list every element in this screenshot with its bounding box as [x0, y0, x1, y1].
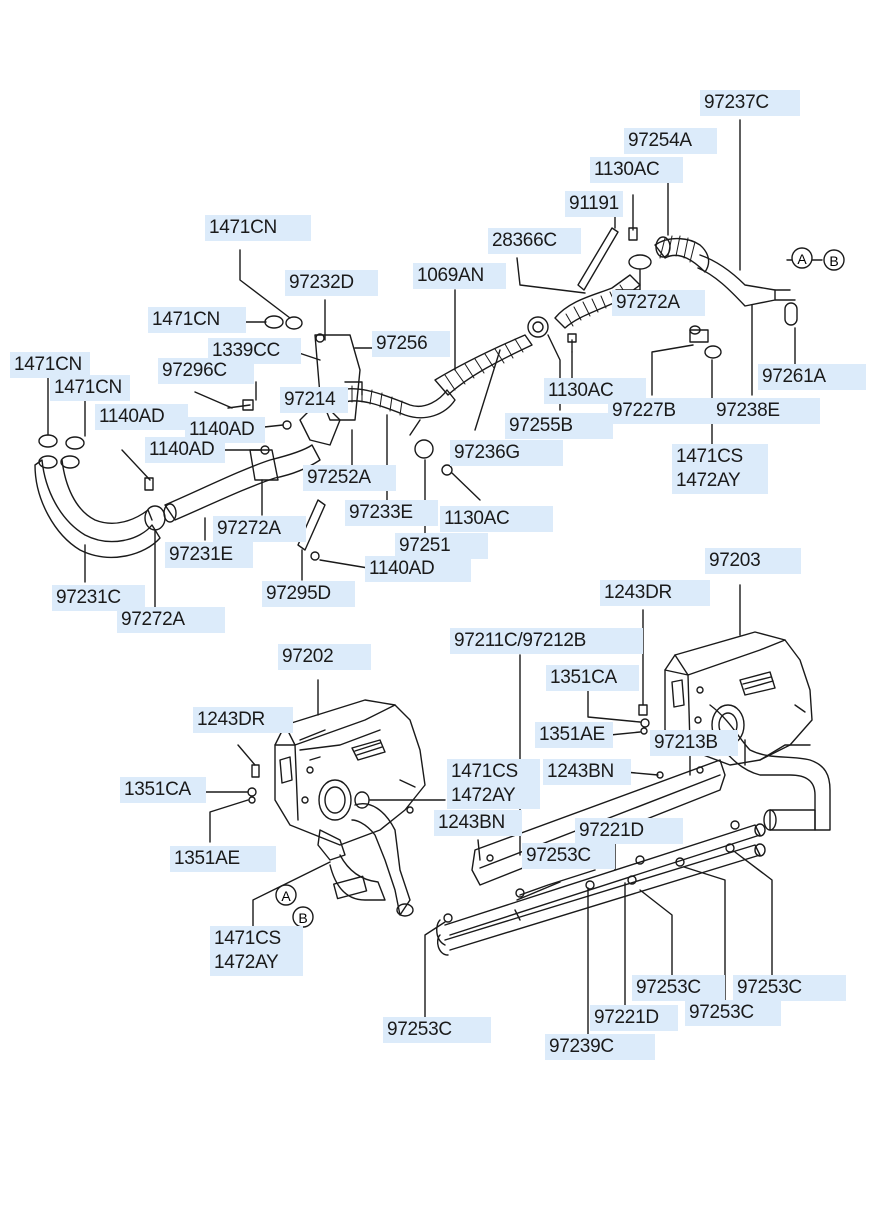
pipe-97231C — [34, 459, 161, 558]
part-label-97252A[interactable]: 97252A — [303, 465, 396, 491]
part-label-97251[interactable]: 97251 — [395, 533, 488, 559]
svg-text:A: A — [281, 888, 291, 904]
part-label-1243DR[interactable]: 1243DR — [600, 580, 710, 606]
hose-28366C — [554, 274, 641, 329]
part-label-97253C[interactable]: 97253C — [685, 1000, 781, 1026]
heater-97202 — [274, 679, 426, 861]
part-label-1471CN[interactable]: 1471CN — [205, 215, 311, 241]
part-label-1243BN[interactable]: 1243BN — [543, 759, 631, 785]
part-label-97253C[interactable]: 97253C — [383, 1017, 491, 1043]
part-label-1351CA[interactable]: 1351CA — [546, 665, 639, 691]
part-label-1069AN[interactable]: 1069AN — [413, 263, 506, 289]
marker-b-low-icon: B — [292, 906, 314, 928]
part-label-97296C[interactable]: 97296C — [158, 358, 254, 384]
part-label-1130AC[interactable]: 1130AC — [544, 378, 646, 404]
part-label-1471CN[interactable]: 1471CN — [10, 352, 90, 378]
part-label-97203[interactable]: 97203 — [705, 548, 801, 574]
pipe-97231E — [164, 444, 321, 521]
part-label-1471CS[interactable]: 1471CS — [210, 926, 303, 952]
part-label-97214[interactable]: 97214 — [280, 387, 348, 413]
part-label-97227B[interactable]: 97227B — [608, 398, 716, 424]
part-label-1243BN[interactable]: 1243BN — [434, 810, 522, 836]
part-label-97253C[interactable]: 97253C — [632, 975, 725, 1001]
part-label-97233E[interactable]: 97233E — [345, 500, 438, 526]
part-label-1351CA[interactable]: 1351CA — [120, 777, 206, 803]
part-label-1471CN[interactable]: 1471CN — [148, 307, 246, 333]
pipe-97237C — [697, 254, 776, 307]
marker-a-top-icon: A — [791, 247, 813, 269]
part-label-1140AD[interactable]: 1140AD — [95, 404, 188, 430]
part-label-1472AY[interactable]: 1472AY — [672, 468, 768, 494]
part-label-97255B[interactable]: 97255B — [505, 413, 613, 439]
part-label-91191[interactable]: 91191 — [565, 191, 623, 217]
part-label-97221D[interactable]: 97221D — [575, 818, 683, 844]
part-label-97254A[interactable]: 97254A — [624, 128, 717, 154]
part-label-1472AY[interactable]: 1472AY — [447, 783, 540, 809]
part-label-97236G[interactable]: 97236G — [450, 440, 563, 466]
rod-91191 — [577, 227, 619, 291]
svg-text:B: B — [829, 253, 838, 269]
part-label-1130AC[interactable]: 1130AC — [590, 157, 683, 183]
part-label-97272A[interactable]: 97272A — [612, 290, 705, 316]
part-label-1351AE[interactable]: 1351AE — [170, 846, 276, 872]
part-label-1140AD[interactable]: 1140AD — [145, 437, 225, 463]
part-label-97202[interactable]: 97202 — [278, 644, 371, 670]
part-label-97256[interactable]: 97256 — [372, 331, 450, 357]
part-label-1140AD[interactable]: 1140AD — [365, 556, 471, 582]
part-label-1130AC[interactable]: 1130AC — [440, 506, 553, 532]
part-label-1351AE[interactable]: 1351AE — [535, 722, 613, 748]
bracket-97211C — [471, 759, 726, 886]
marker-b-top-icon: B — [823, 249, 845, 271]
marker-a-low-icon: A — [275, 884, 297, 906]
part-label-97238E[interactable]: 97238E — [712, 398, 820, 424]
part-label-97253C[interactable]: 97253C — [733, 975, 846, 1001]
part-label-97232D[interactable]: 97232D — [285, 270, 378, 296]
pipe-97221D — [444, 824, 761, 936]
svg-text:A: A — [797, 251, 807, 267]
part-label-1471CN[interactable]: 1471CN — [50, 375, 130, 401]
part-label-97231C[interactable]: 97231C — [52, 585, 145, 611]
part-label-1471CS[interactable]: 1471CS — [672, 444, 768, 470]
part-label-28366C[interactable]: 28366C — [488, 228, 581, 254]
part-label-97213B[interactable]: 97213B — [650, 730, 738, 756]
part-label-97237C[interactable]: 97237C — [700, 90, 800, 116]
part-label-97272A[interactable]: 97272A — [213, 516, 306, 542]
part-label-97261A[interactable]: 97261A — [758, 364, 866, 390]
part-label-1243DR[interactable]: 1243DR — [193, 707, 293, 733]
part-label-97211C-97212B[interactable]: 97211C/97212B — [450, 628, 643, 654]
part-label-1471CS[interactable]: 1471CS — [447, 759, 540, 785]
part-label-97231E[interactable]: 97231E — [165, 542, 253, 568]
part-label-97253C[interactable]: 97253C — [522, 843, 615, 869]
part-label-97295D[interactable]: 97295D — [262, 581, 355, 607]
part-label-97221D[interactable]: 97221D — [590, 1005, 678, 1031]
part-label-97272A[interactable]: 97272A — [117, 607, 225, 633]
part-label-1472AY[interactable]: 1472AY — [210, 950, 303, 976]
part-label-97239C[interactable]: 97239C — [545, 1034, 655, 1060]
hose-1069AN — [434, 334, 533, 396]
svg-text:B: B — [298, 910, 307, 926]
hose-97254A — [654, 237, 710, 273]
